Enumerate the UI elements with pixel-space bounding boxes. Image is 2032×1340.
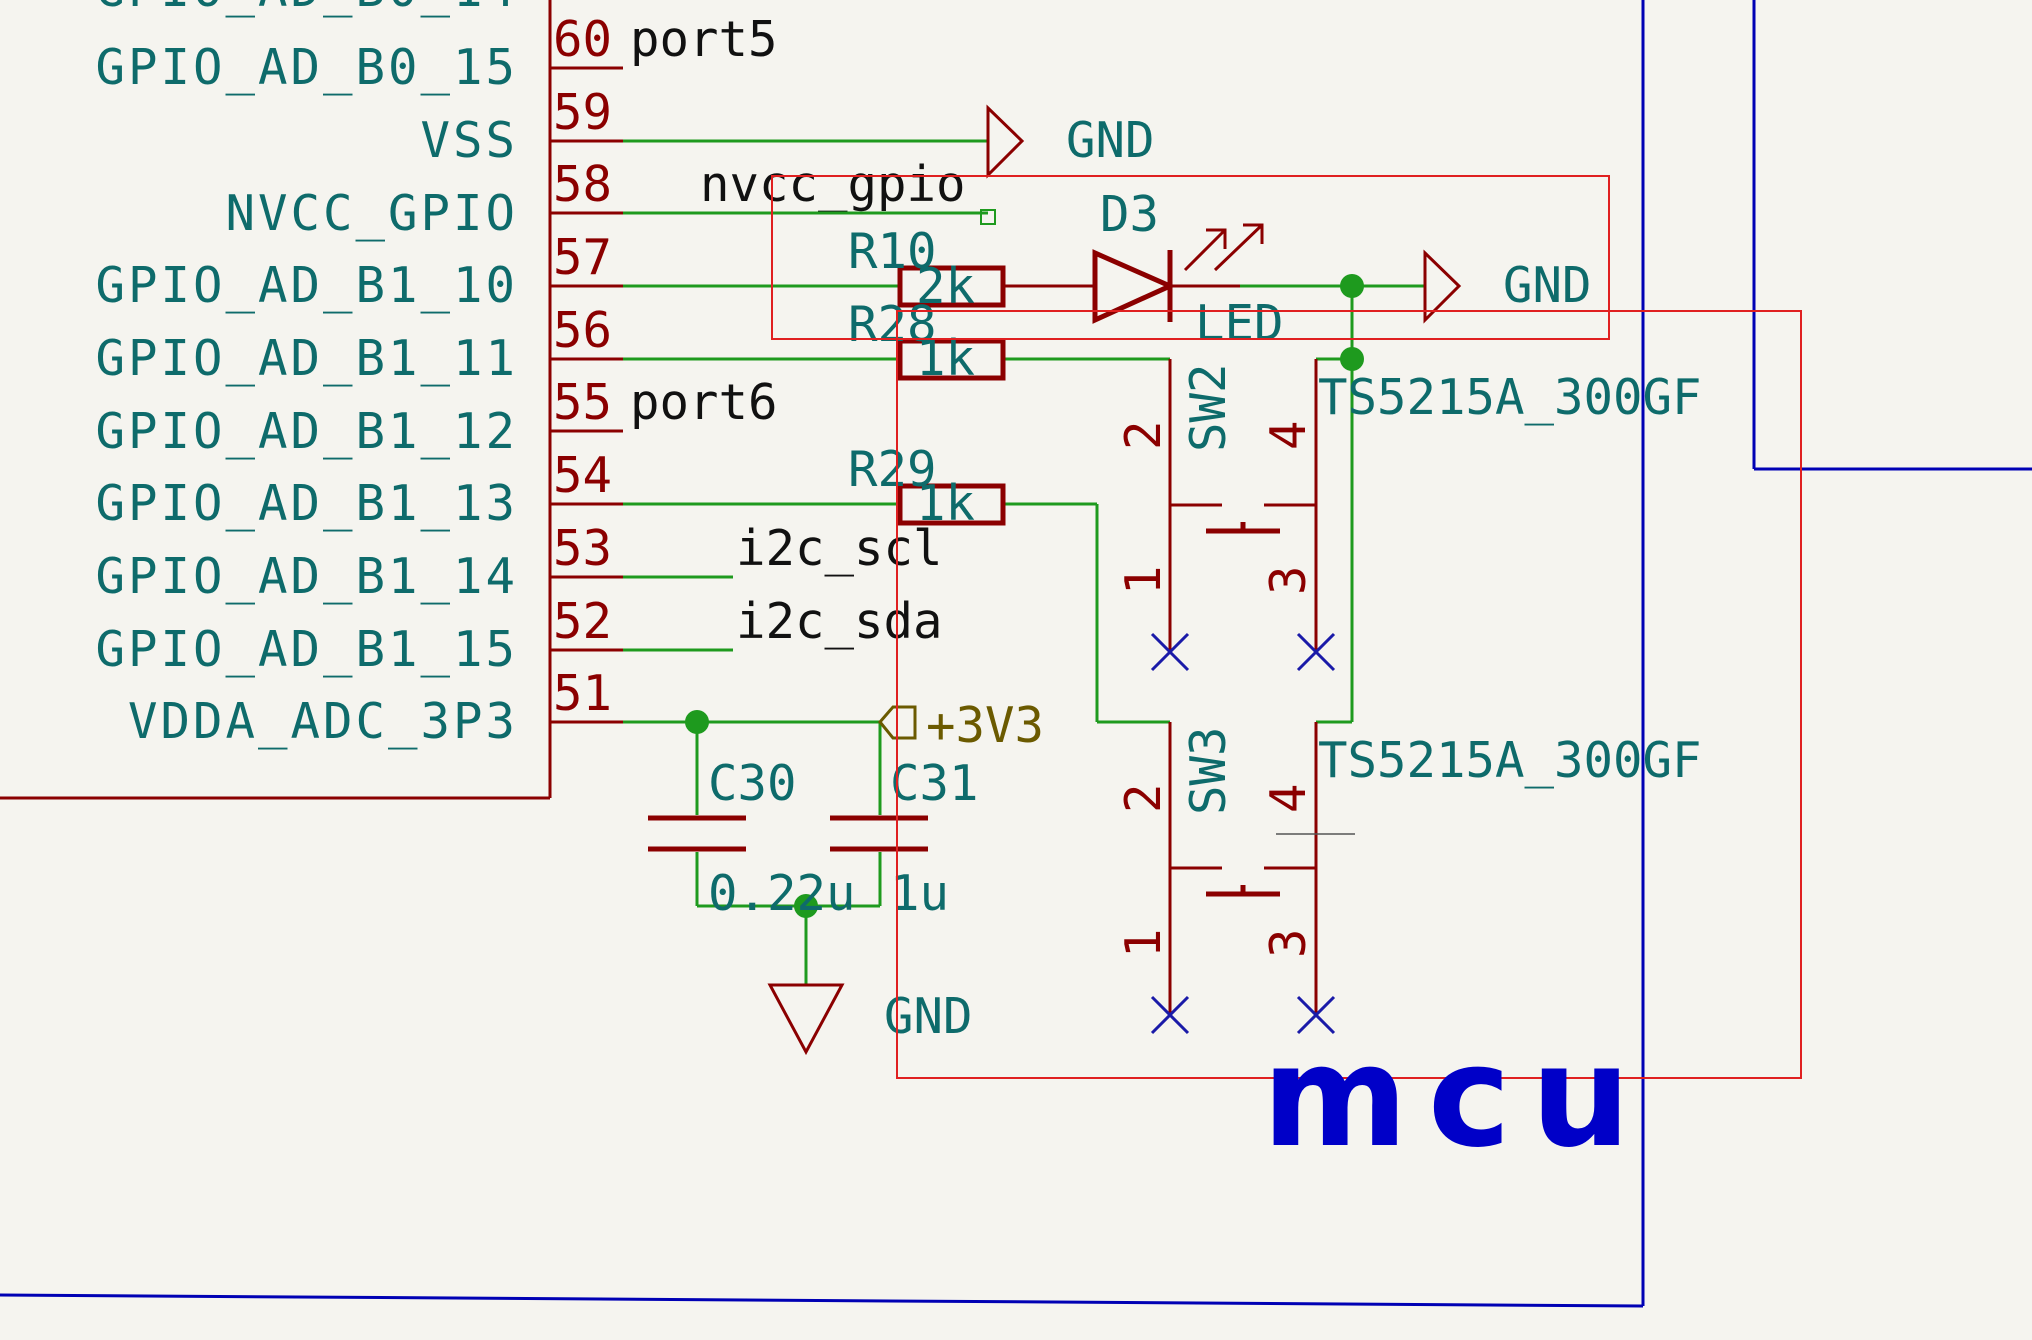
junctions: [685, 274, 1364, 918]
mcu-pin-numbers: 60 59 58 57 56 55 54 53 52 51: [553, 11, 612, 722]
gnd-label: GND: [884, 988, 973, 1045]
net-label-nvcc-gpio: nvcc_gpio: [700, 156, 966, 213]
no-connect-icon: [1296, 632, 1336, 672]
pin-name-label: GPIO_AD_B1_10: [95, 257, 518, 314]
capacitor-c31[interactable]: C31 1u: [830, 755, 979, 922]
pin-name-label: GPIO_AD_B1_13: [95, 475, 518, 532]
resistor-r29[interactable]: R29 1k: [848, 441, 1006, 532]
pin-number-label: 51: [553, 665, 612, 722]
resistor-r28[interactable]: R28 1k: [848, 296, 1006, 387]
junction-dot: [1340, 274, 1364, 298]
pin-number-label: 4: [1260, 420, 1317, 450]
mcu-pin-names: GPIO_AD_B0_14 GPIO_AD_B0_15 VSS NVCC_GPI…: [95, 0, 518, 750]
ref-label: SW2: [1180, 363, 1237, 452]
pin-number-label: 58: [553, 156, 612, 213]
led-d3[interactable]: D3 LED: [1092, 186, 1284, 352]
value-label: TS5215A_300GF: [1318, 369, 1702, 426]
no-connect-markers: [1150, 632, 1336, 1035]
value-label: 1k: [916, 475, 975, 532]
value-label: 0.22u: [708, 865, 856, 922]
pin-number-label: 3: [1260, 928, 1317, 958]
ref-label: C30: [708, 755, 797, 812]
pin-number-label: 1: [1115, 565, 1172, 595]
pin-name-label: GPIO_AD_B1_14: [95, 548, 518, 605]
pin-number-label: 53: [553, 520, 612, 577]
gnd-symbol[interactable]: GND: [1423, 249, 1592, 324]
selection-boxes: [771, 175, 1802, 1079]
net-label-i2c-sda: i2c_sda: [736, 593, 943, 650]
sheet-name-label: mcu: [1262, 1016, 1651, 1179]
ref-label: D3: [1100, 186, 1159, 243]
pin-number-label: 55: [553, 374, 612, 431]
no-connect-icon: [1150, 995, 1190, 1035]
resistor-r10[interactable]: R10 2k: [848, 223, 1006, 315]
pin-name-label: VSS: [420, 112, 518, 169]
no-connect-pin-marker: [980, 209, 996, 225]
net-label-port6: port6: [630, 374, 778, 431]
ref-label: R10: [848, 223, 937, 280]
pin-number-label: 2: [1115, 783, 1172, 813]
value-label: TS5215A_300GF: [1318, 732, 1702, 789]
pin-number-label: 60: [553, 11, 612, 68]
switch-sw3[interactable]: SW3 2 1 4 3 TS5215A_300GF: [1115, 722, 1702, 1013]
power-3v3-label: +3V3: [926, 697, 1044, 754]
no-connect-icon: [1296, 995, 1336, 1035]
gnd-label: GND: [1503, 257, 1592, 314]
pin-number-label: 3: [1260, 565, 1317, 595]
net-label-port5: port5: [630, 11, 778, 68]
pin-number-label: 2: [1115, 420, 1172, 450]
pin-name-label: GPIO_AD_B0_14: [95, 0, 518, 18]
ref-label: R29: [848, 441, 937, 498]
value-label: 2k: [916, 258, 975, 315]
gnd-label: GND: [1066, 112, 1155, 169]
pin-number-label: 56: [553, 302, 612, 359]
pin-name-label: GPIO_AD_B1_15: [95, 621, 518, 678]
junction-dot: [1340, 347, 1364, 371]
no-connect-icon: [1150, 632, 1190, 672]
ref-label: C31: [890, 755, 979, 812]
junction-dot: [685, 710, 709, 734]
mcu-symbol[interactable]: [0, 0, 623, 800]
pin-name-label: GPIO_AD_B1_12: [95, 403, 518, 460]
value-label: LED: [1195, 295, 1284, 352]
net-label-i2c-scl: i2c_scl: [736, 520, 943, 577]
pin-number-label: 54: [553, 447, 612, 504]
ref-label: SW3: [1180, 726, 1237, 815]
pin-name-label: GPIO_AD_B1_11: [95, 330, 518, 387]
pin-number-label: 59: [553, 84, 612, 141]
pin-name-label: VDDA_ADC_3P3: [128, 693, 518, 750]
junction-dot: [794, 894, 818, 918]
capacitor-c30[interactable]: C30 0.22u: [648, 755, 856, 922]
net-labels: port5 nvcc_gpio port6 i2c_scl i2c_sda: [630, 11, 966, 650]
gnd-symbol[interactable]: GND: [986, 104, 1155, 179]
pin-number-label: 57: [553, 229, 612, 286]
pin-number-label: 52: [553, 593, 612, 650]
pin-name-label: GPIO_AD_B0_15: [95, 39, 518, 96]
switch-sw2[interactable]: SW2 2 1 4 3 TS5215A_300GF: [1115, 359, 1702, 650]
pin-name-label: NVCC_GPIO: [225, 185, 518, 242]
power-3v3-symbol[interactable]: +3V3: [878, 697, 1044, 754]
value-label: 1u: [890, 865, 949, 922]
pin-number-label: 4: [1260, 783, 1317, 813]
ref-label: R28: [848, 296, 937, 353]
pin-number-label: 1: [1115, 928, 1172, 958]
gnd-symbol[interactable]: GND: [767, 983, 973, 1056]
